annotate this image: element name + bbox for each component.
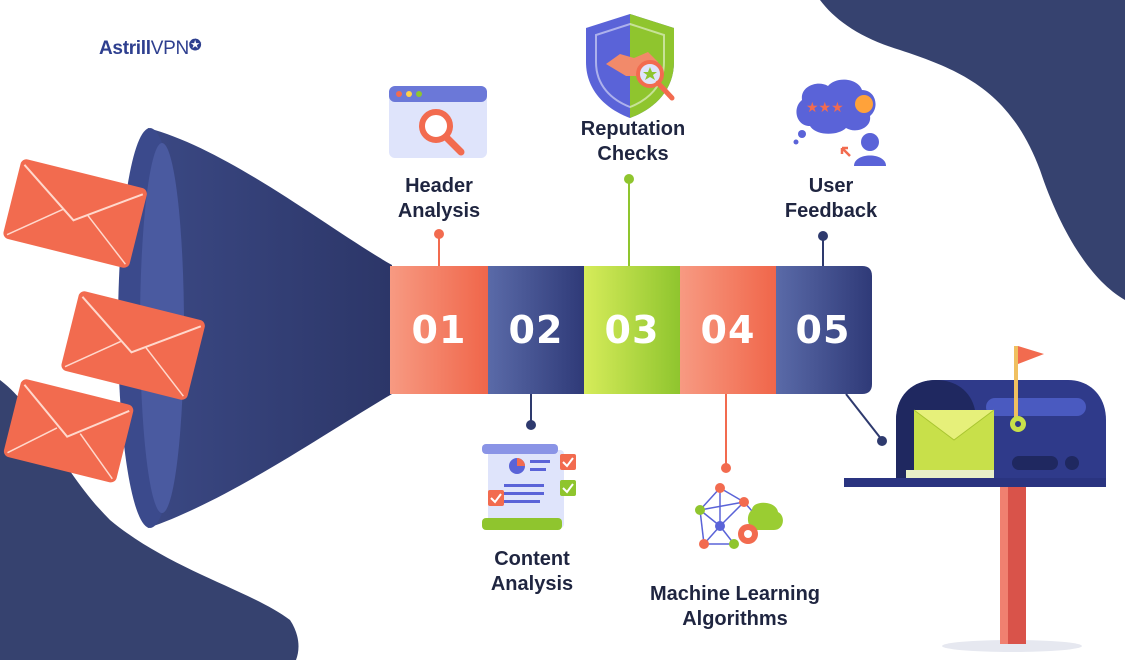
mailbox-illustration: [844, 346, 1106, 652]
brand-suffix: VPN: [150, 38, 189, 59]
step-label-04: Machine Learning Algorithms: [650, 582, 820, 632]
connector-02: [526, 394, 536, 430]
step-number-04: 04: [700, 308, 756, 352]
step-label-line1: Content: [494, 548, 570, 570]
step-label-line1: User: [808, 175, 854, 197]
step-label-line1: Reputation: [580, 118, 686, 140]
background-blob-top-right: [820, 0, 1125, 300]
step-label-line2: Analysis: [490, 573, 574, 595]
background-blob-bottom-left: [0, 380, 299, 660]
step-label-02: Content Analysis: [491, 547, 573, 597]
step-label-line2: Algorithms: [682, 608, 788, 630]
step-segment-05: [776, 266, 872, 394]
step-label-03: Reputation Checks: [581, 117, 685, 167]
step-label-05: User Feedback: [785, 174, 877, 224]
connector-03: [624, 174, 634, 266]
shield-handshake-icon: [586, 14, 675, 118]
step-label-line1: Header: [405, 175, 473, 197]
step-number-05: 05: [795, 308, 851, 352]
step-label-line2: Feedback: [784, 200, 878, 222]
rating-feedback-icon: ★★★: [793, 79, 886, 166]
step-label-line2: Analysis: [397, 200, 481, 222]
connector-04: [721, 394, 731, 473]
step-segment-04: [680, 266, 776, 394]
envelope-icon: [3, 159, 147, 268]
brand-name: Astrill: [99, 38, 151, 59]
envelope-icon: [61, 291, 205, 400]
step-label-line1: Machine Learning: [649, 583, 821, 605]
step-segment-03: [584, 266, 680, 394]
neural-network-icon: [695, 483, 783, 549]
brand-logo[interactable]: AstrillVPN✪: [99, 37, 202, 60]
brand-star-icon: ✪: [188, 37, 202, 54]
browser-search-icon: [389, 86, 487, 158]
funnel-cone: [123, 128, 392, 528]
step-number-03: 03: [604, 308, 660, 352]
document-chart-icon: [482, 444, 576, 530]
step-segment-02: [488, 266, 584, 394]
envelope-icon: [3, 379, 134, 483]
connector-05: [818, 231, 828, 266]
step-segment-01: [390, 266, 488, 394]
step-number-01: 01: [411, 308, 467, 352]
connector-mailbox: [845, 393, 887, 446]
step-number-02: 02: [508, 308, 564, 352]
step-label-01: Header Analysis: [398, 174, 480, 224]
connector-01: [434, 229, 444, 266]
step-label-line2: Checks: [597, 143, 669, 165]
svg-text:★★★: ★★★: [806, 100, 844, 116]
